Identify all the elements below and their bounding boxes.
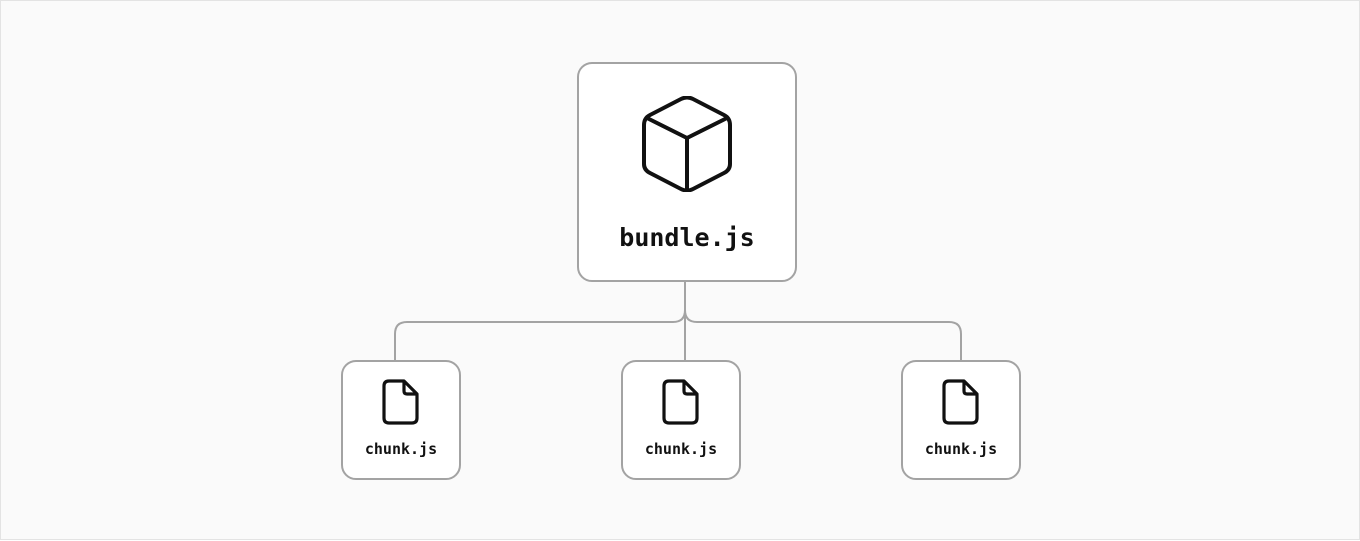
connector-to-chunk-1 — [394, 282, 686, 360]
chunk-node-1: chunk.js — [341, 360, 461, 480]
connector-to-chunk-3 — [684, 282, 962, 360]
chunk-label: chunk.js — [924, 440, 998, 458]
bundle-node: bundle.js — [577, 62, 797, 282]
chunk-node-2: chunk.js — [621, 360, 741, 480]
file-icon — [942, 379, 979, 425]
chunk-node-3: chunk.js — [901, 360, 1021, 480]
file-icon — [382, 379, 419, 425]
box-icon — [642, 96, 732, 192]
chunk-label: chunk.js — [644, 440, 718, 458]
bundle-label: bundle.js — [619, 223, 755, 252]
file-icon — [662, 379, 699, 425]
chunk-label: chunk.js — [364, 440, 438, 458]
